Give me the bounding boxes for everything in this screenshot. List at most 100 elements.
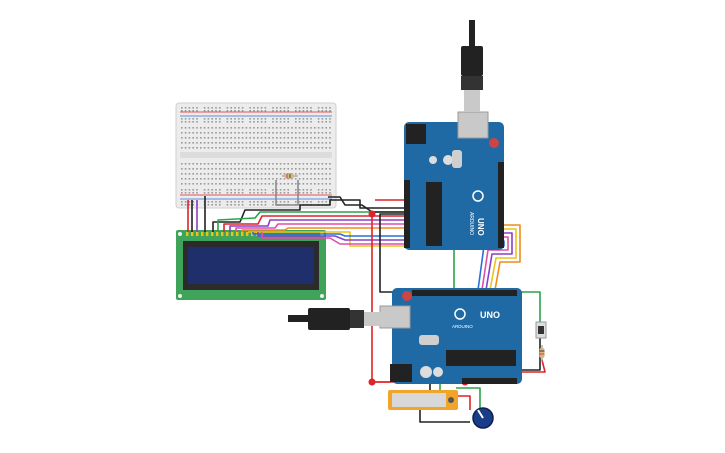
breadboard-hole (253, 121, 255, 123)
lcd-pin (231, 232, 234, 236)
breadboard-resistor[interactable] (282, 173, 298, 179)
lcd-pin (226, 232, 229, 236)
breadboard-hole (188, 137, 191, 139)
breadboard-hole (207, 132, 210, 134)
breadboard-hole (317, 189, 320, 191)
breadboard-hole (203, 110, 206, 112)
breadboard-hole (321, 168, 324, 170)
breadboard-hole (264, 201, 267, 203)
breadboard-hole (226, 142, 229, 144)
breadboard[interactable] (175, 102, 337, 209)
breadboard-hole (283, 142, 286, 144)
breadboard-hole (310, 192, 312, 194)
breadboard-hole (184, 204, 187, 206)
breadboard-hole (287, 107, 289, 109)
breadboard-hole (272, 192, 274, 194)
breadboard-hole (234, 163, 236, 165)
breadboard-hole (306, 163, 308, 165)
sensor-module[interactable] (388, 390, 458, 410)
breadboard-hole (321, 132, 324, 134)
breadboard-hole (272, 110, 274, 112)
breadboard-hole (219, 137, 221, 139)
breadboard-hole (268, 168, 270, 170)
breadboard-hole (211, 127, 213, 129)
pushbutton-icon[interactable] (535, 321, 547, 339)
wires (187, 180, 546, 423)
breadboard-hole (279, 178, 282, 180)
breadboard-hole (276, 107, 278, 109)
breadboard-hole (245, 168, 248, 170)
breadboard-hole (203, 173, 206, 175)
breadboard-hole (188, 168, 191, 170)
breadboard-hole (321, 107, 324, 109)
breadboard-hole (279, 127, 282, 129)
breadboard-hole (325, 173, 327, 175)
breadboard-hole (253, 189, 255, 191)
breadboard-hole (279, 107, 282, 109)
breadboard-hole (241, 183, 244, 185)
breadboard-hole (317, 110, 320, 112)
breadboard-hole (310, 163, 312, 165)
breadboard-hole (287, 189, 289, 191)
breadboard-hole (181, 173, 183, 175)
breadboard-hole (291, 147, 293, 149)
breadboard-hole (241, 192, 244, 194)
breadboard-hole (238, 137, 240, 139)
breadboard-hole (192, 132, 194, 134)
breadboard-hole (241, 142, 244, 144)
breadboard-hole (196, 189, 198, 191)
breadboard-hole (325, 132, 327, 134)
breadboard-hole (207, 192, 210, 194)
breadboard-hole (226, 163, 229, 165)
breadboard-hole (211, 107, 213, 109)
lcd-pin (206, 232, 209, 236)
breadboard-hole (234, 204, 236, 206)
arduino-uno-bottom[interactable]: ARDUINO UNO (379, 288, 522, 384)
breadboard-hole (192, 183, 194, 185)
breadboard-hole (253, 110, 255, 112)
breadboard-hole (295, 121, 297, 123)
breadboard-hole (314, 173, 316, 175)
breadboard-hole (302, 168, 305, 170)
breadboard-hole (279, 142, 282, 144)
breadboard-hole (188, 110, 191, 112)
breadboard-hole (188, 183, 191, 185)
breadboard-hole (298, 147, 301, 149)
breadboard-hole (302, 189, 305, 191)
breadboard-hole (230, 127, 232, 129)
breadboard-hole (302, 107, 305, 109)
breadboard-hole (245, 127, 248, 129)
breadboard-hole (245, 183, 248, 185)
breadboard-hole (181, 121, 183, 123)
breadboard-hole (226, 189, 229, 191)
breadboard-hole (192, 137, 194, 139)
breadboard-hole (181, 137, 183, 139)
usb-cable-icon[interactable] (288, 308, 382, 330)
usb-cable-icon[interactable] (461, 20, 483, 112)
breadboard-hole (317, 163, 320, 165)
breadboard-hole (268, 137, 270, 139)
breadboard-hole (298, 118, 301, 120)
breadboard-hole (272, 127, 274, 129)
resistor-icon[interactable] (539, 345, 545, 362)
breadboard-hole (238, 142, 240, 144)
breadboard-hole (192, 168, 194, 170)
breadboard-hole (245, 173, 248, 175)
breadboard-hole (215, 137, 217, 139)
breadboard-hole (184, 107, 187, 109)
breadboard-hole (260, 192, 263, 194)
breadboard-hole (314, 168, 316, 170)
breadboard-hole (279, 173, 282, 175)
breadboard-hole (317, 192, 320, 194)
breadboard-hole (260, 163, 263, 165)
breadboard-hole (215, 107, 217, 109)
breadboard-hole (314, 147, 316, 149)
lcd-16x2[interactable] (176, 230, 326, 300)
breadboard-hole (306, 127, 308, 129)
breadboard-hole (295, 192, 297, 194)
breadboard-hole (264, 168, 267, 170)
arduino-uno-top[interactable]: ARDUINO UNO (404, 111, 504, 250)
breadboard-hole (245, 142, 248, 144)
breadboard-hole (291, 132, 293, 134)
potentiometer-icon[interactable] (472, 407, 494, 429)
